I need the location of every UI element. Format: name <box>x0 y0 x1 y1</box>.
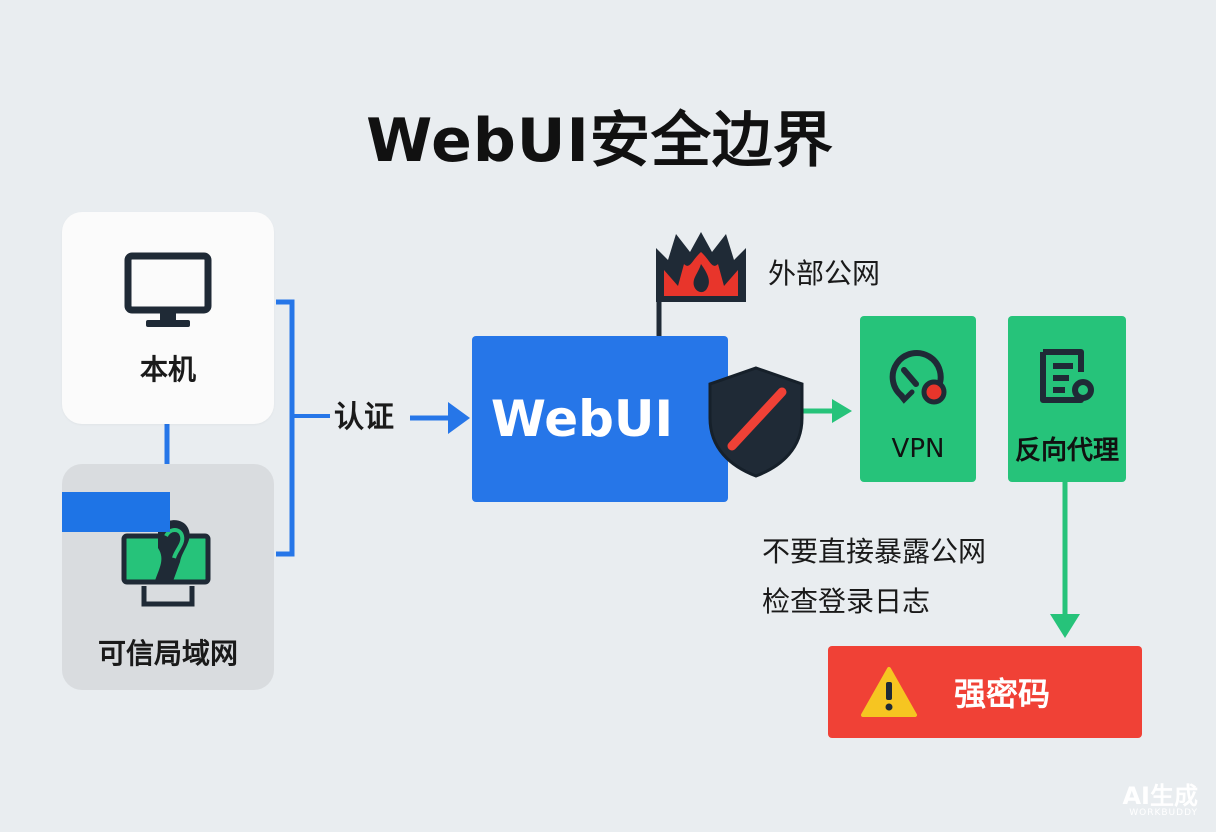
note-no-public-exposure: 不要直接暴露公网 <box>762 535 987 568</box>
monitor-icon <box>124 252 212 327</box>
source-bracket <box>276 299 295 557</box>
strong-password-node: 强密码 <box>828 646 1142 738</box>
firewall-flame-icon <box>656 232 746 302</box>
auth-arrowhead <box>448 402 470 434</box>
shield-blocked-icon <box>708 366 804 478</box>
strong-password-label: 强密码 <box>954 675 1051 713</box>
reverse-proxy-node: 反向代理 <box>1008 316 1126 482</box>
vpn-label: VPN <box>891 434 945 464</box>
webui-label: WebUI <box>490 390 674 448</box>
watermark-sub: WORKBUDDY <box>1129 808 1198 818</box>
warning-icon <box>861 667 917 717</box>
reverse-proxy-label: 反向代理 <box>1014 436 1119 466</box>
lan-device-icon <box>121 520 211 607</box>
lan-accent-band <box>62 492 170 532</box>
local-machine-card: 本机 <box>62 212 274 424</box>
internet-label: 外部公网 <box>768 257 881 290</box>
proxy-list-icon <box>1040 349 1094 403</box>
watermark-main: AI生成 <box>1122 782 1198 810</box>
note-check-login-logs: 检查登录日志 <box>762 585 931 618</box>
webui-node: WebUI <box>472 336 728 502</box>
trusted-lan-label: 可信局域网 <box>97 637 238 670</box>
vpn-arrowhead <box>832 399 852 423</box>
auth-edge-label: 认证 <box>334 400 394 435</box>
diagram-title: WebUI安全边界 <box>366 106 834 176</box>
local-machine-label: 本机 <box>139 353 196 386</box>
trusted-lan-card: 可信局域网 <box>62 464 274 690</box>
ai-generated-watermark: AI生成 WORKBUDDY <box>1122 784 1198 818</box>
proxy-arrowhead <box>1050 614 1080 638</box>
vpn-node: VPN <box>860 316 976 482</box>
vpn-icon <box>889 350 947 405</box>
